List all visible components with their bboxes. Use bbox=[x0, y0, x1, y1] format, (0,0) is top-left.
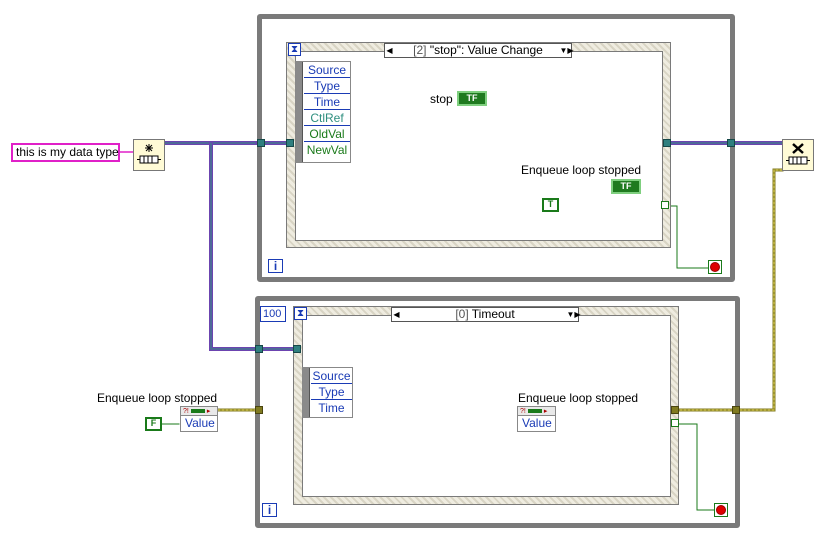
bottom-bool-tunnel bbox=[671, 419, 679, 427]
top-event-data-node[interactable]: Source Type Time CtlRef OldVal NewVal bbox=[295, 61, 351, 163]
bottom-case-menu-icon[interactable]: ▼▶ bbox=[566, 310, 581, 319]
timeout-constant[interactable]: 100 bbox=[260, 306, 286, 322]
prev-case-icon[interactable]: ◀ bbox=[386, 46, 393, 55]
bottom-event-data-node[interactable]: Source Type Time bbox=[302, 367, 353, 418]
bottom-olive-event-tunnel bbox=[671, 406, 679, 414]
bottom-event-data-source[interactable]: Source bbox=[311, 369, 352, 384]
event-data-oldval[interactable]: OldVal bbox=[304, 126, 350, 142]
top-event-right-tunnel bbox=[663, 139, 671, 147]
bottom-event-structure[interactable] bbox=[293, 306, 679, 505]
release-queue-function[interactable] bbox=[782, 139, 814, 171]
top-loop-stop-terminal[interactable] bbox=[708, 260, 722, 274]
false-constant[interactable]: F bbox=[145, 417, 162, 431]
inner-property-value: Value bbox=[522, 416, 552, 430]
enqueue-stopped-local[interactable]: TF bbox=[611, 179, 641, 194]
bottom-olive-in-tunnel bbox=[255, 406, 263, 414]
bottom-event-left-tunnel bbox=[293, 345, 301, 353]
bottom-prev-case-icon[interactable]: ◀ bbox=[393, 310, 400, 319]
bottom-event-data-time[interactable]: Time bbox=[318, 401, 345, 415]
top-while-loop[interactable] bbox=[257, 14, 735, 282]
obtain-queue-icon bbox=[137, 144, 161, 164]
release-queue-icon bbox=[786, 143, 810, 165]
top-enqueue-label: Enqueue loop stopped bbox=[521, 163, 642, 177]
bottom-event-selector-label: Timeout bbox=[471, 307, 515, 321]
bottom-hourglass-icon: ⧗ bbox=[294, 307, 307, 320]
event-data-type[interactable]: Type bbox=[304, 78, 350, 94]
stop-icon bbox=[711, 263, 719, 271]
timeout-hourglass-icon: ⧗ bbox=[288, 43, 301, 56]
bottom-olive-out-tunnel bbox=[732, 406, 740, 414]
bottom-left-tunnel bbox=[255, 345, 263, 353]
inner-property-node[interactable]: ?!▸ Value bbox=[517, 406, 556, 432]
string-constant[interactable]: this is my data type bbox=[11, 143, 120, 162]
bottom-iteration-terminal: i bbox=[262, 503, 277, 517]
outer-property-node[interactable]: ?!▸ Value bbox=[180, 406, 218, 432]
top-bool-tunnel bbox=[661, 201, 669, 209]
bottom-stop-icon bbox=[717, 506, 725, 514]
top-iteration-terminal: i bbox=[268, 259, 283, 273]
event-data-newval[interactable]: NewVal bbox=[306, 143, 348, 157]
bottom-loop-stop-terminal[interactable] bbox=[714, 503, 728, 517]
event-data-ctlref[interactable]: CtlRef bbox=[304, 110, 350, 126]
case-menu-icon[interactable]: ▼▶ bbox=[559, 46, 574, 55]
stop-label: stop bbox=[430, 92, 453, 106]
top-left-tunnel bbox=[257, 139, 265, 147]
obtain-queue-function[interactable] bbox=[133, 139, 165, 171]
true-constant[interactable]: T bbox=[542, 198, 559, 212]
top-right-tunnel bbox=[727, 139, 735, 147]
outer-enqueue-label: Enqueue loop stopped bbox=[97, 391, 218, 405]
stop-terminal[interactable]: TF bbox=[457, 91, 487, 106]
top-event-left-tunnel bbox=[286, 139, 294, 147]
event-data-source[interactable]: Source bbox=[304, 62, 350, 78]
outer-property-value: Value bbox=[185, 416, 215, 430]
event-data-time[interactable]: Time bbox=[304, 94, 350, 110]
bottom-event-selector[interactable]: ◀ [0] Timeout ▼▶ bbox=[391, 307, 581, 322]
top-event-selector[interactable]: ◀ [2] "stop": Value Change ▼▶ bbox=[384, 43, 574, 58]
top-event-selector-label: "stop": Value Change bbox=[429, 43, 543, 57]
inner-enqueue-label: Enqueue loop stopped bbox=[518, 391, 639, 405]
bottom-event-data-type[interactable]: Type bbox=[311, 384, 352, 400]
